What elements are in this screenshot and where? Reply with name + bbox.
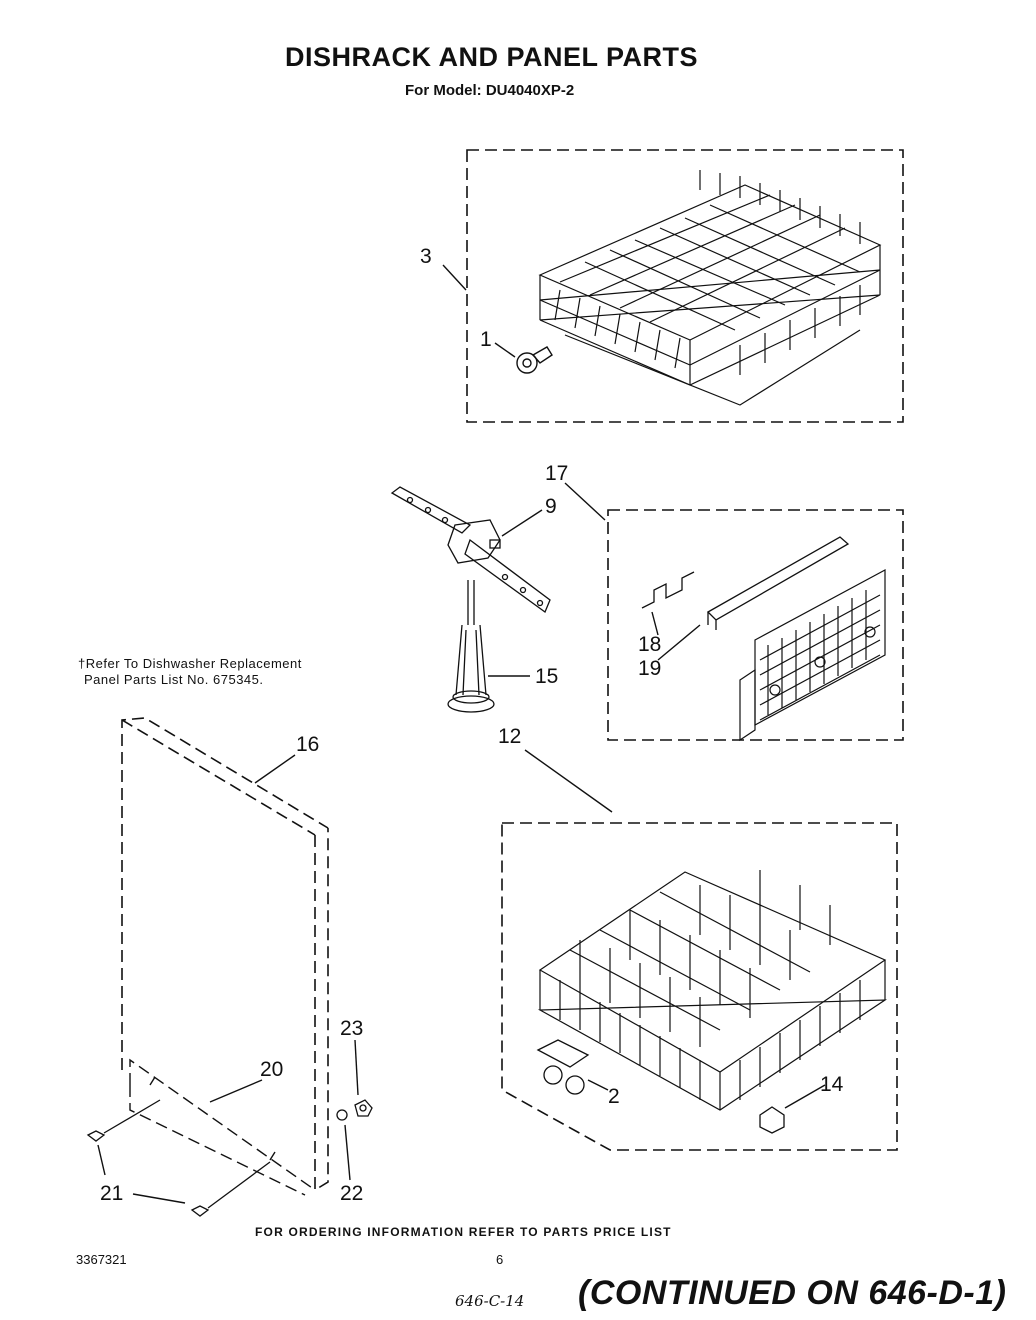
clip-part-18 [641, 571, 695, 609]
leader-12 [524, 749, 613, 813]
leader-1 [494, 342, 516, 358]
callout-14: 14 [820, 1073, 844, 1096]
leader-19 [657, 624, 701, 661]
callout-1: 1 [480, 328, 492, 351]
rack-roller-part-1 [516, 346, 553, 374]
trim-strip-part-20 [129, 1058, 316, 1196]
upper-dishrack [538, 170, 882, 406]
ordering-info: FOR ORDERING INFORMATION REFER TO PARTS … [255, 1225, 672, 1239]
leader-3 [442, 264, 467, 291]
callout-15: 15 [535, 665, 559, 688]
handwritten-reference: 646-C-14 [455, 1292, 525, 1310]
wheel-part-2 [536, 1039, 590, 1095]
leader-16 [254, 754, 296, 784]
page-number: 6 [496, 1252, 504, 1267]
replacement-panel-note: †Refer To Dishwasher Replacement Panel P… [78, 656, 302, 688]
upper-rack-dashed-box [466, 149, 904, 423]
model-subtitle: For Model: DU4040XP-2 [405, 82, 575, 99]
filter-group [564, 482, 904, 742]
strip-part-19 [706, 536, 850, 630]
leader-18 [651, 611, 659, 636]
note-line-1: †Refer To Dishwasher Replacement [78, 656, 302, 671]
end-cap-part-14 [759, 1106, 785, 1134]
callout-23: 23 [340, 1017, 364, 1040]
leader-9 [501, 509, 543, 537]
note-line-2: Panel Parts List No. 675345. [84, 672, 264, 687]
lower-rack-dashed-box [501, 822, 898, 1151]
leader-20 [209, 1079, 263, 1103]
spray-arm-part-9 [390, 486, 551, 614]
filter-dashed-box [607, 509, 904, 741]
filter-screen [739, 568, 886, 742]
callout-18: 18 [638, 633, 662, 656]
callout-2: 2 [608, 1085, 620, 1108]
callout-20: 20 [260, 1058, 284, 1081]
lower-rack-group [501, 749, 898, 1151]
door-panel-group [86, 717, 373, 1217]
leader-14 [784, 1084, 826, 1109]
callout-21: 21 [100, 1182, 124, 1205]
callout-19: 19 [638, 657, 662, 680]
leader-21b [132, 1193, 186, 1204]
callout-17: 17 [545, 462, 569, 485]
screws-part-21 [86, 1099, 271, 1217]
callout-22: 22 [340, 1182, 364, 1205]
callout-3: 3 [420, 245, 432, 268]
continued-note: (CONTINUED ON 646-D-1) [578, 1274, 1007, 1312]
upper-rack-group [442, 149, 904, 423]
washer-part-22 [336, 1109, 348, 1121]
nut-part-23 [354, 1099, 373, 1117]
leader-23 [354, 1039, 359, 1096]
leader-22 [344, 1124, 351, 1181]
leader-21a [97, 1144, 106, 1176]
callout-16: 16 [296, 733, 320, 756]
document-number: 3367321 [76, 1252, 127, 1267]
page-title: DISHRACK AND PANEL PARTS [285, 42, 699, 72]
spray-arm-group [390, 486, 551, 713]
door-panel-part-16 [121, 717, 329, 1192]
leader-2 [587, 1079, 609, 1091]
callout-9: 9 [545, 495, 557, 518]
leader-17 [564, 482, 606, 521]
callout-12: 12 [498, 725, 522, 748]
lower-dishrack [537, 870, 888, 1111]
spray-tube-part-15 [447, 580, 495, 713]
